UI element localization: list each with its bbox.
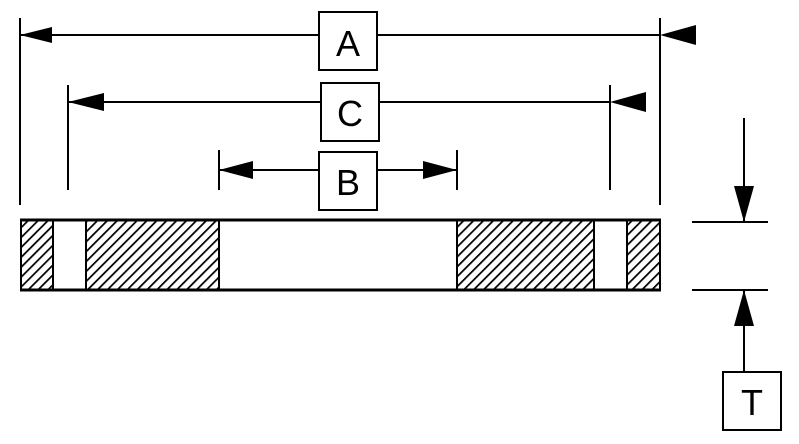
dimension-t-label-box <box>722 371 782 431</box>
dimension-c-arrow-left <box>68 93 104 111</box>
dimension-b-label: B <box>336 162 360 203</box>
flange-section <box>20 218 661 292</box>
dimension-b-arrow-right <box>423 161 457 179</box>
dimension-b-arrow-left <box>219 161 253 179</box>
dimension-c-arrow-right <box>610 92 646 112</box>
dimension-c-label-box <box>320 82 380 142</box>
flange-inner-right-segment <box>456 219 595 291</box>
flange-outer-right-segment <box>626 219 661 291</box>
dimension-t: T <box>692 118 782 431</box>
dimension-a-label: A <box>336 23 360 64</box>
dimension-a-label-box <box>318 11 378 71</box>
dimension-a-arrow-left <box>20 27 52 43</box>
dimension-b: B <box>218 150 458 211</box>
dimension-t-label: T <box>741 382 763 423</box>
flange-inner-left-segment <box>85 219 220 291</box>
dimension-a-arrow-right <box>660 25 696 45</box>
dimension-c: C <box>67 82 646 190</box>
dimension-b-label-box <box>318 151 378 211</box>
dimension-t-arrow-top <box>734 186 754 222</box>
dimension-c-label: C <box>337 93 363 134</box>
flange-outer-left-segment <box>20 219 54 291</box>
dimension-a: A <box>19 11 696 205</box>
dimension-t-arrow-bottom <box>734 290 754 326</box>
